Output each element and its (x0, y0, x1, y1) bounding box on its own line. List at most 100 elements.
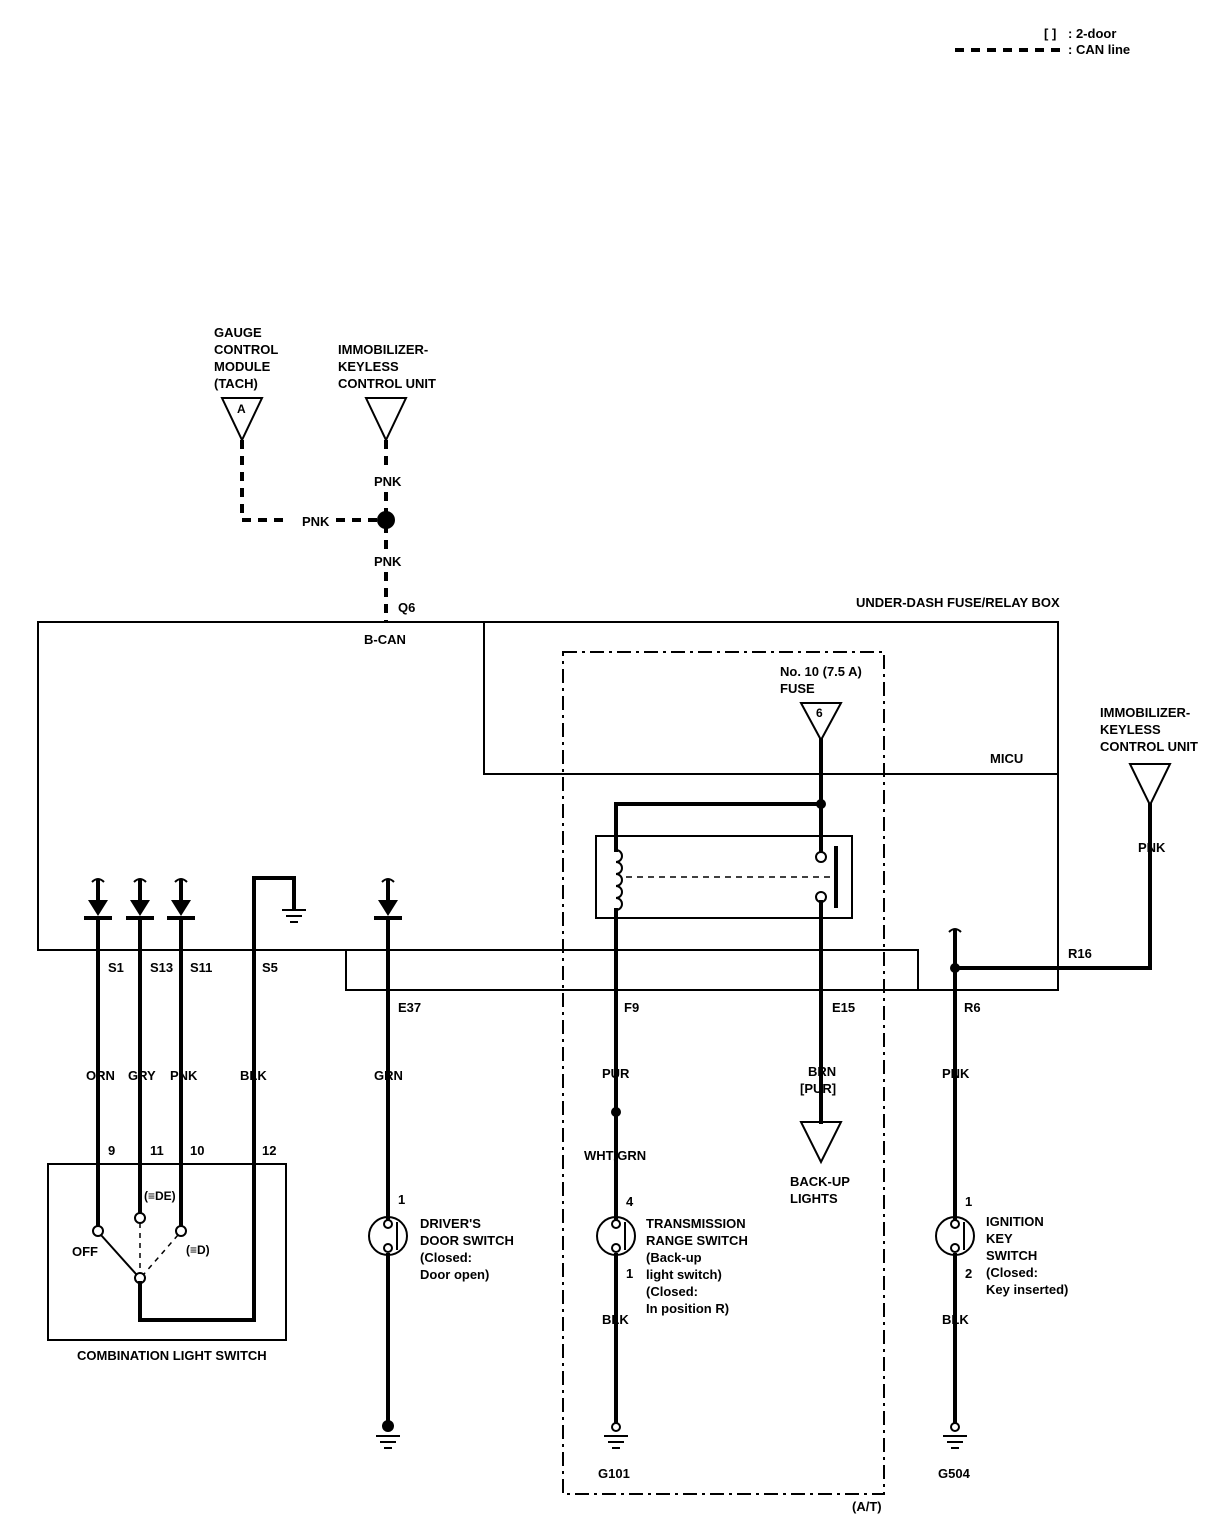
ign-label-3: SWITCH (986, 1248, 1037, 1263)
diode-s11 (167, 878, 195, 920)
backup-triangle (799, 1121, 843, 1165)
combo-pin-11: 11 (150, 1143, 164, 1158)
trans-contact-top (611, 1219, 621, 1229)
combo-blade (100, 1234, 137, 1275)
door-pin: 1 (398, 1192, 405, 1207)
immo-right-wire: PNK (1138, 840, 1166, 855)
drivers-door-switch: 1 DRIVER'S DOOR SWITCH (Closed: Door ope… (368, 1192, 514, 1449)
ign-label-2: KEY (986, 1231, 1013, 1246)
immobilizer-right: IMMOBILIZER- KEYLESS CONTROL UNIT PNK R1… (1068, 705, 1198, 961)
at-dashed-box (562, 651, 885, 1495)
can-splice (377, 511, 395, 529)
ign-ground-point (950, 1422, 960, 1432)
wire-pnk-left: PNK (302, 514, 330, 529)
bcan-label: B-CAN (364, 632, 406, 647)
terminal-q6: Q6 (398, 600, 415, 615)
transmission-range-switch: 4 1 G101 TRANSMISSION RANGE SWITCH (Back… (596, 1194, 748, 1481)
fuse-triangle (799, 702, 843, 743)
relay (595, 738, 853, 920)
s5-internal-ground (252, 876, 306, 1322)
combo-pin-9: 9 (108, 1143, 115, 1158)
combo-title: COMBINATION LIGHT SWITCH (77, 1348, 267, 1363)
combination-light-switch: 9 11 10 12 OFF (≡DΕ) (≡D) COMBINATION LI… (47, 1143, 287, 1363)
wire-label-gry: GRY (128, 1068, 156, 1083)
terminal-e37: E37 (398, 1000, 421, 1015)
combo-contact-off (92, 1225, 104, 1237)
trans-label-2: RANGE SWITCH (646, 1233, 748, 1248)
micu-outline (483, 622, 1058, 775)
ignition-key-switch: 1 2 G504 IGNITION KEY SWITCH (Closed: Ke… (935, 1194, 1068, 1481)
diode-e37 (374, 878, 402, 920)
immo-right-label-3: CONTROL UNIT (1100, 739, 1198, 754)
pur-splice (611, 1107, 621, 1117)
combo-common-wire (138, 1281, 256, 1322)
terminal-e15: E15 (832, 1000, 855, 1015)
diode-s13 (126, 878, 154, 920)
combo-contact-pos2 (175, 1225, 187, 1237)
trans-label-3: (Back-up (646, 1250, 702, 1265)
trans-label-1: TRANSMISSION (646, 1216, 746, 1231)
trans-pin-top: 4 (626, 1194, 634, 1209)
ign-label-4: (Closed: (986, 1265, 1038, 1280)
wire-label-whtgrn: WHT/GRN (584, 1148, 646, 1163)
immo-right-label-1: IMMOBILIZER- (1100, 705, 1190, 720)
gauge-label-4: (TACH) (214, 376, 258, 391)
combo-off-label: OFF (72, 1244, 98, 1259)
terminal-f9: F9 (624, 1000, 639, 1015)
micu-label: MICU (990, 751, 1023, 766)
terminal-r16: R16 (1068, 946, 1092, 961)
terminal-s11: S11 (190, 960, 212, 975)
ign-pin-top: 1 (965, 1194, 972, 1209)
combo-pin-10: 10 (190, 1143, 204, 1158)
immo-top-label-2: KEYLESS (338, 359, 399, 374)
backup-label-1: BACK-UP (790, 1174, 850, 1189)
door-label-2: DOOR SWITCH (420, 1233, 514, 1248)
relay-splice (816, 799, 826, 809)
ign-label-5: Key inserted) (986, 1282, 1068, 1297)
wire-label-pnk2: PNK (942, 1066, 970, 1081)
ign-label-1: IGNITION (986, 1214, 1044, 1229)
wire-label-blk1: BLK (240, 1068, 267, 1083)
terminal-r6: R6 (964, 1000, 981, 1015)
wire-label-orn: ORN (86, 1068, 115, 1083)
door-contact-top (383, 1219, 393, 1229)
immo-right-triangle (1128, 763, 1172, 808)
r6-arc (948, 928, 962, 933)
combo-box (47, 1163, 287, 1341)
combo-dash-pos2 (143, 1234, 179, 1275)
relay-coil (615, 849, 623, 911)
gauge-label-3: MODULE (214, 359, 271, 374)
door-label-3: (Closed: (420, 1250, 472, 1265)
fuse-label-2: FUSE (780, 681, 815, 696)
fuse-label-1: No. 10 (7.5 A) (780, 664, 862, 679)
immo-top-triangle (364, 397, 408, 443)
fuse-pin: 6 (816, 706, 823, 720)
fuse-box-title: UNDER-DASH FUSE/RELAY BOX (856, 595, 1060, 610)
ign-contact-top (950, 1219, 960, 1229)
trans-contact-bottom (611, 1243, 621, 1253)
combo-pos2-label: (≡D) (186, 1243, 210, 1257)
relay-box (595, 835, 853, 919)
gauge-control-module: GAUGE CONTROL MODULE (TACH) A (214, 325, 278, 443)
fuse-no10: No. 10 (7.5 A) FUSE 6 (780, 664, 862, 743)
immo-top-label-1: IMMOBILIZER- (338, 342, 428, 357)
trans-ground-point (611, 1422, 621, 1432)
backup-lights: BACK-UP LIGHTS (790, 1121, 850, 1206)
relay-coil-feed (614, 802, 823, 852)
diode-s1 (84, 878, 112, 920)
gauge-pin: A (237, 402, 246, 416)
ground-g504: G504 (938, 1466, 971, 1481)
gauge-label-1: GAUGE (214, 325, 262, 340)
relay-contact-top (815, 851, 827, 863)
immo-top-label-3: CONTROL UNIT (338, 376, 436, 391)
immo-right-label-2: KEYLESS (1100, 722, 1161, 737)
door-label-1: DRIVER'S (420, 1216, 481, 1231)
wire-label-grn: GRN (374, 1068, 403, 1083)
ign-contact-bottom (950, 1243, 960, 1253)
fuse-box-outline (37, 621, 1059, 991)
door-contact-bottom (383, 1243, 393, 1253)
legend-bracket-text: : 2-door (1068, 26, 1116, 41)
terminal-s13: S13 (150, 960, 173, 975)
ign-pin-bot: 2 (965, 1266, 972, 1281)
